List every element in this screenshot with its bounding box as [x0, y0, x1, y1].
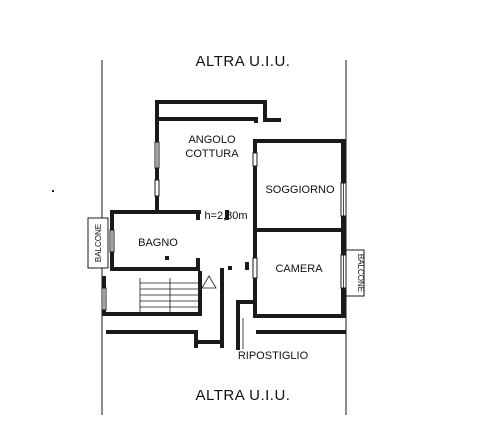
room-label-soggiorno: SOGGIORNO	[265, 184, 335, 196]
balcone-left-label: BALCONE	[94, 224, 103, 262]
ceiling-height-label: h=2,80m	[204, 210, 247, 222]
small-square-mark-2	[228, 266, 232, 270]
windows	[101, 141, 347, 311]
triangle-marker	[201, 275, 217, 289]
room-label-angolo: ANGOLO	[188, 134, 236, 146]
balcone-left-box: BALCONE	[87, 217, 109, 269]
room-label-bagno: BAGNO	[138, 237, 178, 249]
stairs	[139, 278, 198, 312]
room-label-cottura: COTTURA	[185, 148, 239, 160]
small-dot-mark	[52, 190, 54, 192]
bottom-label: ALTRA U.I.U.	[196, 387, 291, 404]
room-label-ripostiglio: RIPOSTIGLIO	[238, 350, 309, 362]
small-square-mark	[165, 256, 169, 260]
room-label-camera: CAMERA	[275, 263, 323, 275]
balcone-right-label: BALCONE	[356, 254, 365, 292]
top-label: ALTRA U.I.U.	[196, 53, 291, 70]
small-square-mark-3	[245, 262, 249, 270]
balcone-right-box: BALCONE	[345, 249, 365, 297]
